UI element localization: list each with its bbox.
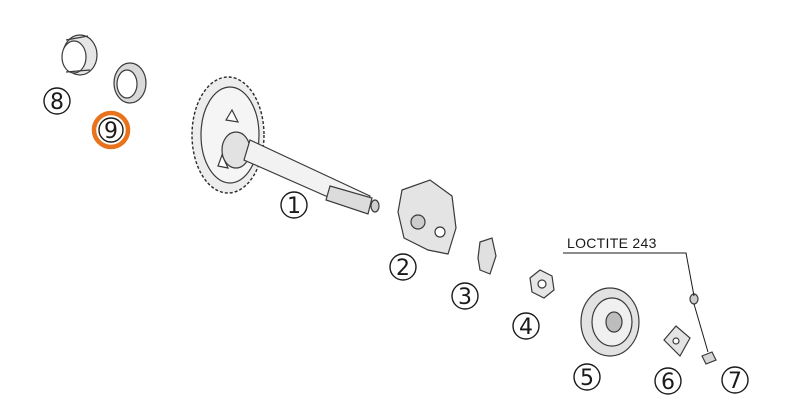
part-5-bearing xyxy=(580,287,640,357)
part-1-gear-shaft xyxy=(191,76,380,215)
callout-4: 4 xyxy=(512,312,540,340)
callout-8: 8 xyxy=(43,87,71,115)
loctite-leader xyxy=(563,252,709,353)
callout-2: 2 xyxy=(389,253,417,281)
highlight-ring xyxy=(91,110,131,150)
callout-1: 1 xyxy=(280,191,308,219)
callout-5-label: 5 xyxy=(580,366,594,391)
callout-9-highlighted: 9 xyxy=(91,110,131,150)
part-7-screw xyxy=(689,293,717,365)
part-9-seal-ring xyxy=(113,62,147,104)
callout-3-label: 3 xyxy=(458,285,472,310)
part-6-lock-plate xyxy=(663,325,691,357)
part-3-pawl xyxy=(477,237,497,275)
callout-6: 6 xyxy=(654,367,682,395)
callout-1-label: 1 xyxy=(287,194,301,219)
part-8-bearing-sleeve xyxy=(61,34,98,76)
part-2-lever xyxy=(397,179,457,255)
part-4-nut xyxy=(529,269,555,299)
callout-6-label: 6 xyxy=(661,370,675,395)
callout-3: 3 xyxy=(451,282,479,310)
callout-8-label: 8 xyxy=(50,90,64,115)
callout-2-label: 2 xyxy=(396,256,410,281)
callout-7-label: 7 xyxy=(728,369,742,394)
callout-5: 5 xyxy=(573,363,601,391)
callout-4-label: 4 xyxy=(519,315,533,340)
callout-7: 7 xyxy=(721,366,749,394)
callout-9-label: 9 xyxy=(104,119,118,144)
loctite-note: LOCTITE 243 xyxy=(567,235,657,251)
